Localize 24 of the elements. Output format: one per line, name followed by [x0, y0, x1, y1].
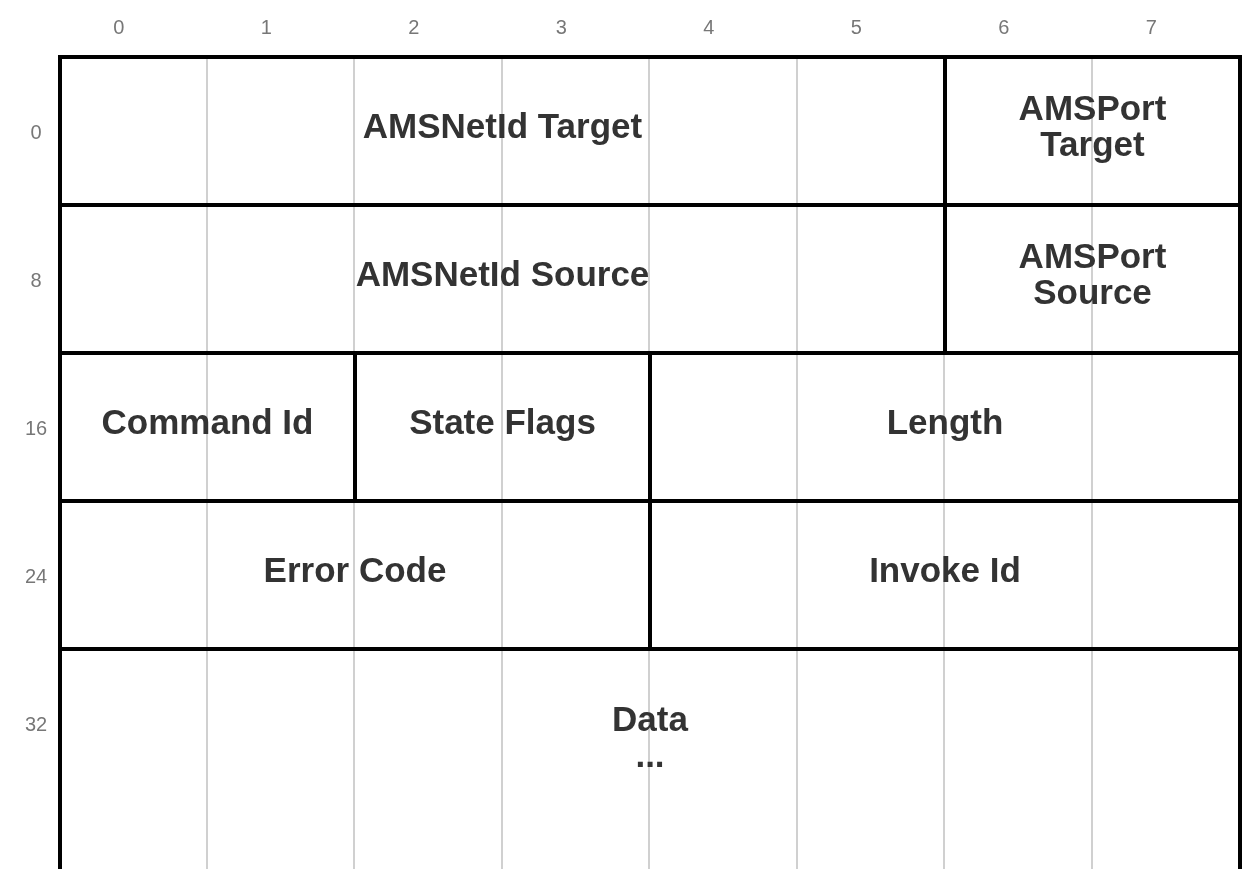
- field-name: AMSNetId Source: [354, 256, 651, 292]
- column-number: 5: [849, 15, 863, 40]
- field-name: Error Code: [262, 552, 448, 588]
- row-offset: 32: [23, 712, 49, 737]
- field-name: AMSNetId Target: [361, 108, 644, 144]
- row-offset: 0: [29, 120, 43, 145]
- field-name: AMSPort Source: [1017, 238, 1168, 310]
- column-number: 4: [702, 15, 716, 40]
- row-offset: 8: [29, 268, 43, 293]
- column-number: 6: [997, 15, 1011, 40]
- field-name: ...: [634, 737, 666, 773]
- column-number: 0: [112, 15, 126, 40]
- column-number: 7: [1144, 15, 1158, 40]
- field-name: Invoke Id: [868, 552, 1022, 588]
- row-offset: 16: [23, 416, 49, 441]
- row-offset: 24: [23, 564, 49, 589]
- field-name: Command Id: [100, 404, 315, 440]
- field-name: AMSPort Target: [1017, 90, 1168, 162]
- field-name: Data: [611, 701, 690, 737]
- column-number: 1: [259, 15, 273, 40]
- column-number: 3: [554, 15, 568, 40]
- column-number: 2: [407, 15, 421, 40]
- field-name: State Flags: [408, 404, 597, 440]
- field-name: Length: [885, 404, 1005, 440]
